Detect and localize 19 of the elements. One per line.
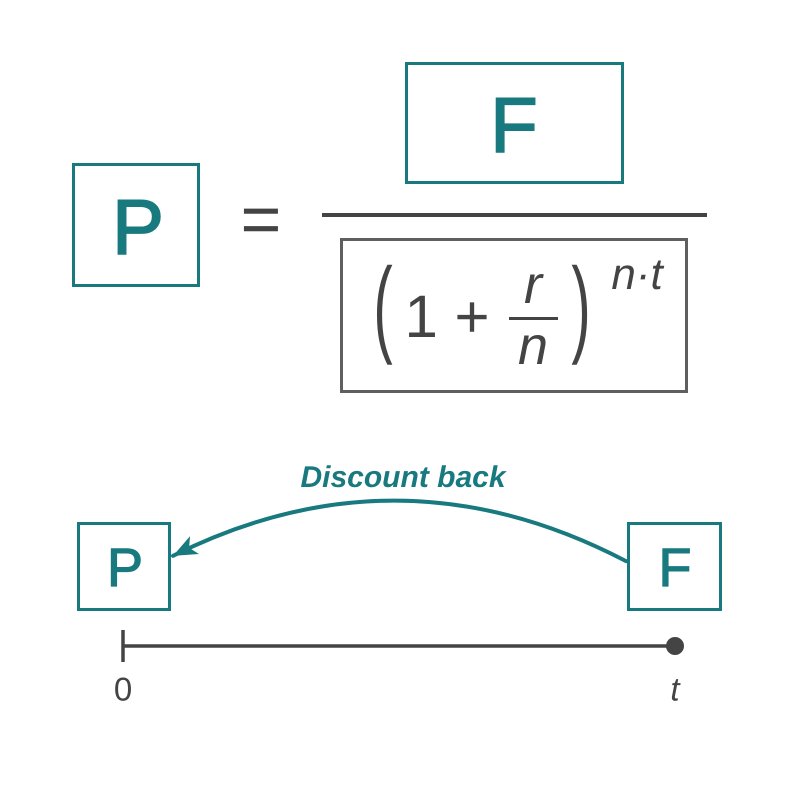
formula-term: 1 + — [404, 287, 490, 347]
fraction-numerator: r — [524, 258, 542, 312]
variable-letter: P — [112, 188, 164, 266]
exponent: n·t — [611, 253, 663, 297]
denominator-box — [340, 238, 688, 393]
fraction-denominator: n — [518, 319, 548, 373]
variable-box — [405, 62, 624, 184]
variable-box — [627, 522, 722, 611]
left-parenthesis: ( — [373, 246, 393, 369]
variable-letter: P — [106, 541, 144, 595]
curved-arrow — [171, 498, 628, 564]
variable-letter: F — [658, 541, 692, 595]
right-parenthesis: ) — [571, 246, 591, 369]
timeline-label: 0 — [114, 672, 132, 706]
equals-sign: = — [240, 184, 282, 254]
variable-letter: F — [490, 86, 538, 164]
timeline-label: t — [670, 672, 680, 706]
variable-box — [77, 522, 171, 611]
variable-box — [72, 163, 200, 287]
